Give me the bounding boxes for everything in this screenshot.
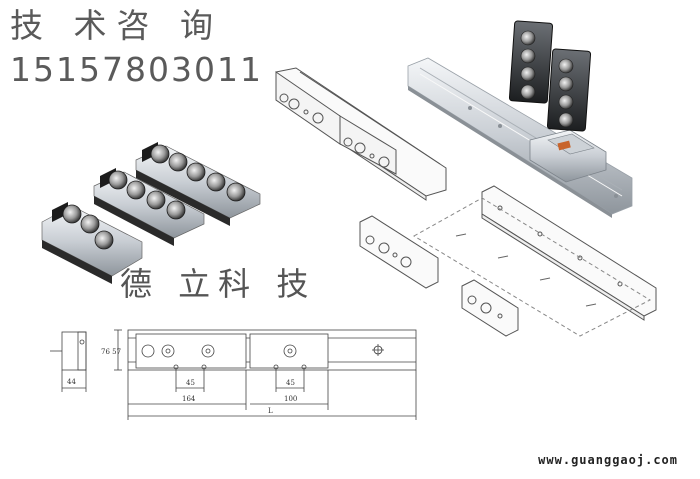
roller-plates-photo [508,20,592,132]
rail-photo [407,57,633,218]
line-drawing-carriage [275,67,447,201]
technical-drawing [50,329,417,420]
dim-length-b: 100 [284,395,297,403]
phone-number: 15157803011 [10,50,263,89]
roller-carriages-photo [41,142,261,284]
website-url: www.guanggaoj.com [538,453,678,467]
dim-spacing-a: 45 [186,379,195,387]
brand-name: 德 立科 技 [120,265,317,303]
dim-spacing-b: 45 [286,379,295,387]
dim-length-a: 164 [182,395,196,403]
consult-title: 技 术咨 询 [10,6,223,45]
exploded-line-drawing [359,185,657,337]
dim-total: L [268,407,273,415]
dim-width-left: 44 [67,378,76,386]
dim-height: 76 57 [101,348,121,356]
